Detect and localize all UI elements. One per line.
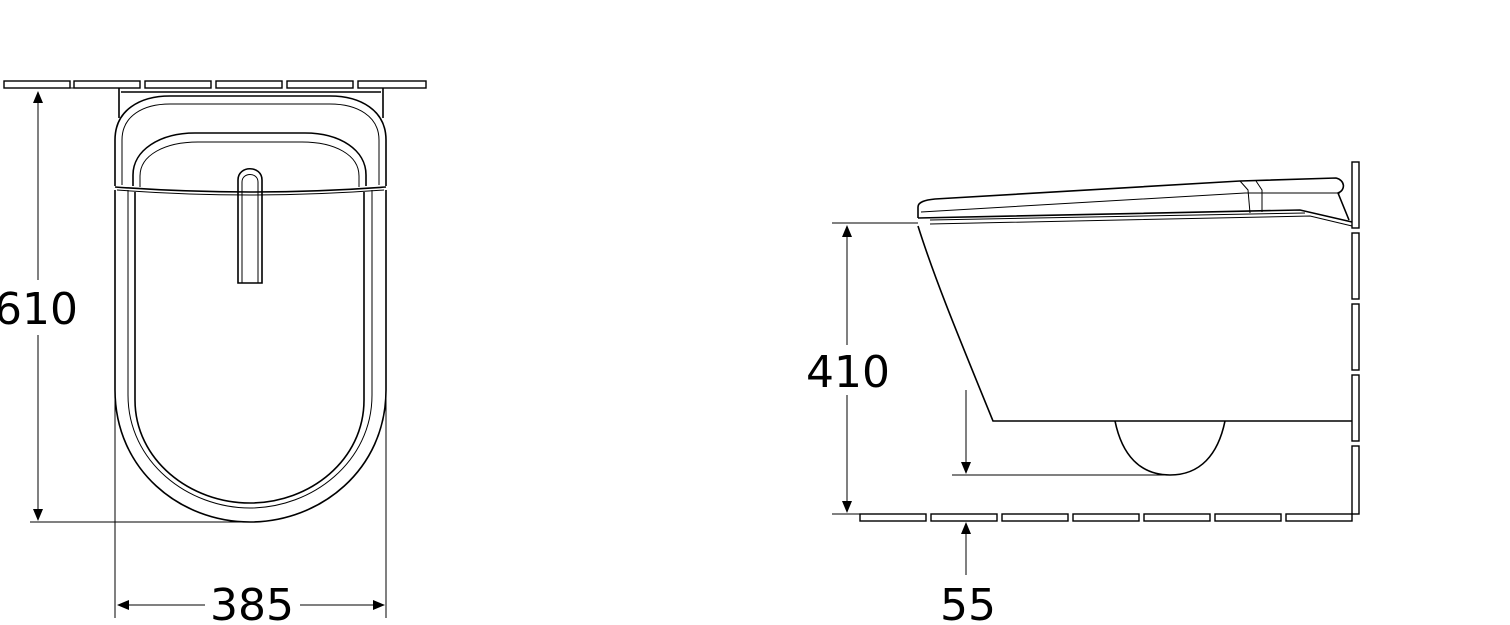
seat-split-line-2: [116, 189, 385, 196]
bowl-rim: [127, 190, 373, 509]
dimension-label-385: 385: [210, 580, 294, 625]
lid-handle: [237, 167, 263, 284]
dimension-label-55: 55: [940, 580, 996, 625]
lid-inner: [121, 103, 380, 185]
seat-split-line: [114, 186, 387, 193]
dimension-label-410: 410: [806, 347, 890, 398]
lid-panel: [132, 132, 367, 186]
lid-outline: [114, 95, 387, 186]
seat-opening: [134, 192, 365, 504]
top-view: 610 385: [0, 80, 427, 625]
dimension-410: 410: [806, 222, 918, 515]
mounting-plate: [118, 88, 384, 118]
dimension-610: 610: [0, 87, 250, 523]
dimension-label-610: 610: [0, 284, 78, 335]
outlet-side: [1114, 420, 1226, 476]
floor-tiles-side: [859, 513, 1353, 522]
dimension-55: 55: [940, 390, 1170, 625]
dimension-385: 385: [114, 390, 387, 625]
wall-tiles-top: [3, 80, 427, 89]
wall-tiles-side: [1351, 161, 1360, 515]
bowl-side: [917, 225, 1352, 422]
lid-panel-inner: [139, 141, 360, 187]
bowl-outline: [114, 190, 387, 523]
side-view: 410 55: [806, 161, 1360, 625]
seat-side: [917, 209, 1353, 223]
